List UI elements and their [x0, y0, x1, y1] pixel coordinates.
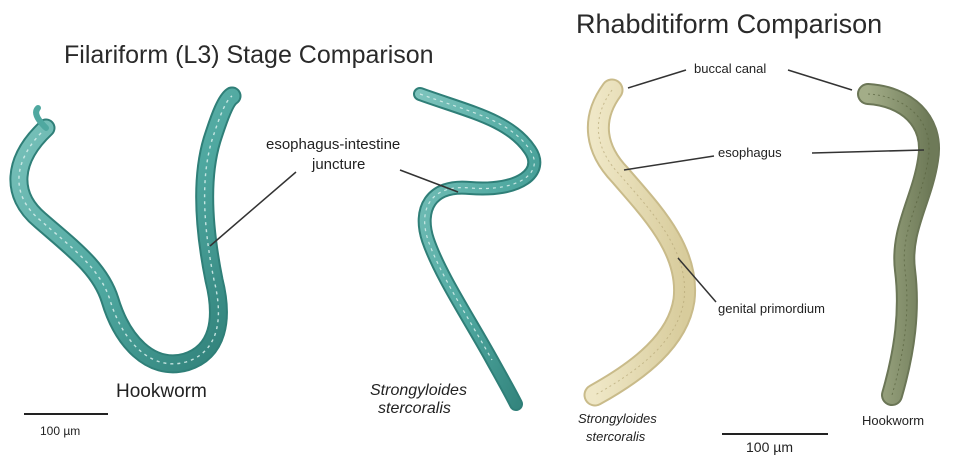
scale-label-left: 100 µm — [40, 425, 80, 438]
leader-buccal-strongyloides — [628, 70, 686, 88]
leader-buccal-hookworm — [788, 70, 852, 90]
strongyloides-label-right-line1: Strongyloides — [578, 412, 657, 426]
scale-label-right: 100 µm — [746, 440, 793, 455]
leader-esophagus-hookworm — [812, 150, 924, 153]
leader-junction-strongyloides — [400, 170, 458, 192]
buccal-canal-label: buccal canal — [694, 62, 766, 76]
leader-esophagus-strongyloides — [624, 156, 714, 170]
right-panel-title: Rhabditiform Comparison — [576, 10, 882, 40]
rhabditiform-hookworm-worm — [868, 94, 929, 395]
genital-primordium-label: genital primordium — [718, 302, 825, 316]
left-panel-title: Filariform (L3) Stage Comparison — [64, 42, 434, 70]
esophagus-label: esophagus — [718, 146, 782, 160]
strongyloides-label-left-line2: stercoralis — [378, 400, 451, 418]
leader-junction-hookworm — [210, 172, 296, 246]
junction-label-line1: esophagus-intestine — [266, 137, 400, 154]
filariform-strongyloides-worm — [420, 94, 534, 404]
strongyloides-label-right-line2: stercoralis — [586, 430, 645, 444]
hookworm-label-left: Hookworm — [116, 382, 207, 403]
hookworm-label-right: Hookworm — [862, 414, 924, 428]
junction-label-line2: juncture — [312, 157, 365, 174]
leader-lines — [210, 70, 924, 302]
rhabditiform-strongyloides-worm — [595, 90, 685, 395]
strongyloides-label-left-line1: Strongyloides — [370, 382, 467, 400]
filariform-hookworm-worm — [19, 96, 232, 364]
